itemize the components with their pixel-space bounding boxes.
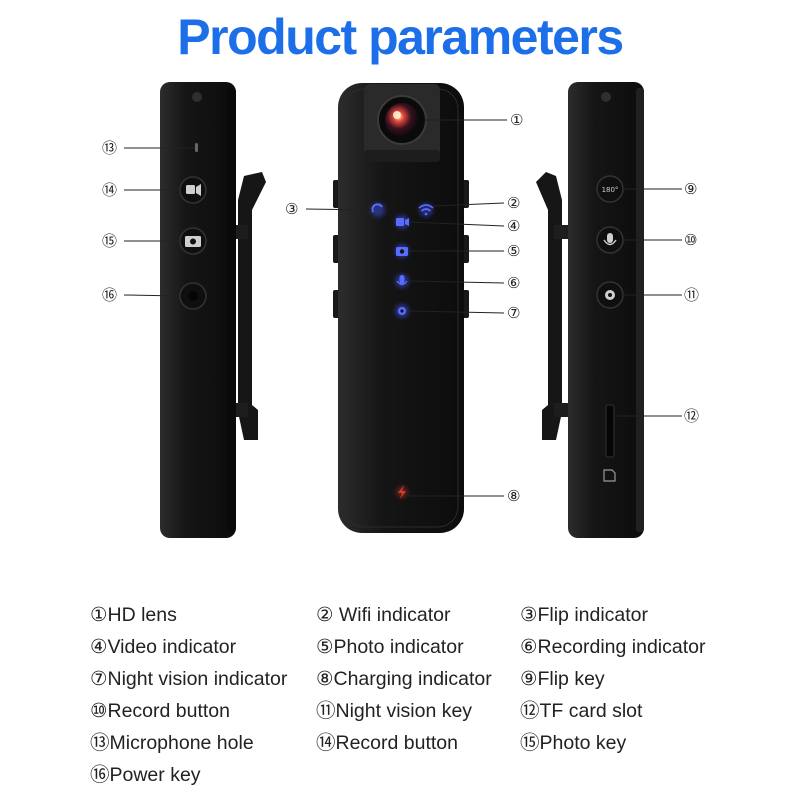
charging-indicator <box>396 485 408 499</box>
callout-3: ③ <box>285 200 298 218</box>
microphone-icon <box>396 275 408 286</box>
legend-item: ② Wifi indicator <box>316 604 451 626</box>
callout-16: ⑯ <box>102 286 117 304</box>
microphone-hole <box>195 143 198 152</box>
photo-indicator <box>395 244 409 258</box>
callout-9: ⑨ <box>684 180 697 198</box>
legend-item: ⑤Photo indicator <box>316 636 464 658</box>
recording-indicator <box>395 274 409 288</box>
power-icon <box>188 291 198 301</box>
legend-item: ⑨Flip key <box>520 668 605 690</box>
night-vision-icon <box>605 290 615 300</box>
flip-indicator <box>371 203 385 217</box>
legend-item: ⑭Record button <box>316 732 458 754</box>
video-icon <box>186 184 201 196</box>
page-title: Product parameters <box>177 9 624 65</box>
callout-14: ⑭ <box>102 181 117 199</box>
legend-item: ⑮Photo key <box>520 732 627 754</box>
callout-2: ② <box>507 194 520 212</box>
center-front-device <box>333 83 469 533</box>
callout-4: ④ <box>507 217 520 235</box>
callout-6: ⑥ <box>507 274 520 292</box>
right-side-device: 180° <box>536 82 644 538</box>
callout-7: ⑦ <box>507 304 520 322</box>
sd-card-icon <box>603 469 616 482</box>
legend-item: ①HD lens <box>90 604 177 626</box>
legend-item: ⑥Recording indicator <box>520 636 706 658</box>
left-device-body <box>160 82 236 538</box>
legend-item: ⑩Record button <box>90 700 230 722</box>
video-icon <box>396 218 409 226</box>
lightning-icon <box>398 485 406 499</box>
callout-5: ⑤ <box>507 242 520 260</box>
microphone-icon <box>603 233 617 246</box>
callout-12: ⑫ <box>684 407 699 425</box>
legend-item: ⑦Night vision indicator <box>90 668 288 690</box>
night-vision-icon <box>398 307 406 315</box>
wifi-icon <box>418 204 434 216</box>
belt-clip <box>238 172 266 440</box>
legend-item: ⑬Microphone hole <box>90 732 254 754</box>
callout-8: ⑧ <box>507 487 520 505</box>
right-device-body <box>568 82 644 538</box>
legend-item: ③Flip indicator <box>520 604 649 626</box>
flip-icon <box>371 203 383 213</box>
left-side-device <box>160 82 266 538</box>
belt-clip <box>536 172 562 440</box>
callout-15: ⑮ <box>102 232 117 250</box>
camera-icon <box>396 247 408 256</box>
callout-10: ⑩ <box>684 231 697 249</box>
parameter-legend: ①HD lens ② Wifi indicator ③Flip indicato… <box>90 603 790 787</box>
callout-1: ① <box>510 111 523 129</box>
video-indicator <box>395 215 409 229</box>
camera-lens-icon <box>377 95 427 145</box>
callout-13: ⑬ <box>102 139 117 157</box>
callout-11: ⑪ <box>684 286 699 304</box>
leader-lines <box>123 119 682 497</box>
camera-icon <box>185 236 201 247</box>
legend-item: ⑪Night vision key <box>316 700 473 722</box>
screw-icon <box>192 92 202 102</box>
wifi-indicator <box>418 203 434 217</box>
tf-card-slot <box>605 404 615 458</box>
screw-icon <box>601 92 611 102</box>
legend-item: ④Video indicator <box>90 636 237 658</box>
flip-key-label: 180° <box>602 186 619 194</box>
legend-item: ⑯Power key <box>90 764 201 786</box>
legend-item: ⑧Charging indicator <box>316 668 492 690</box>
legend-item: ⑫TF card slot <box>520 700 643 722</box>
night-vision-indicator <box>395 304 409 318</box>
